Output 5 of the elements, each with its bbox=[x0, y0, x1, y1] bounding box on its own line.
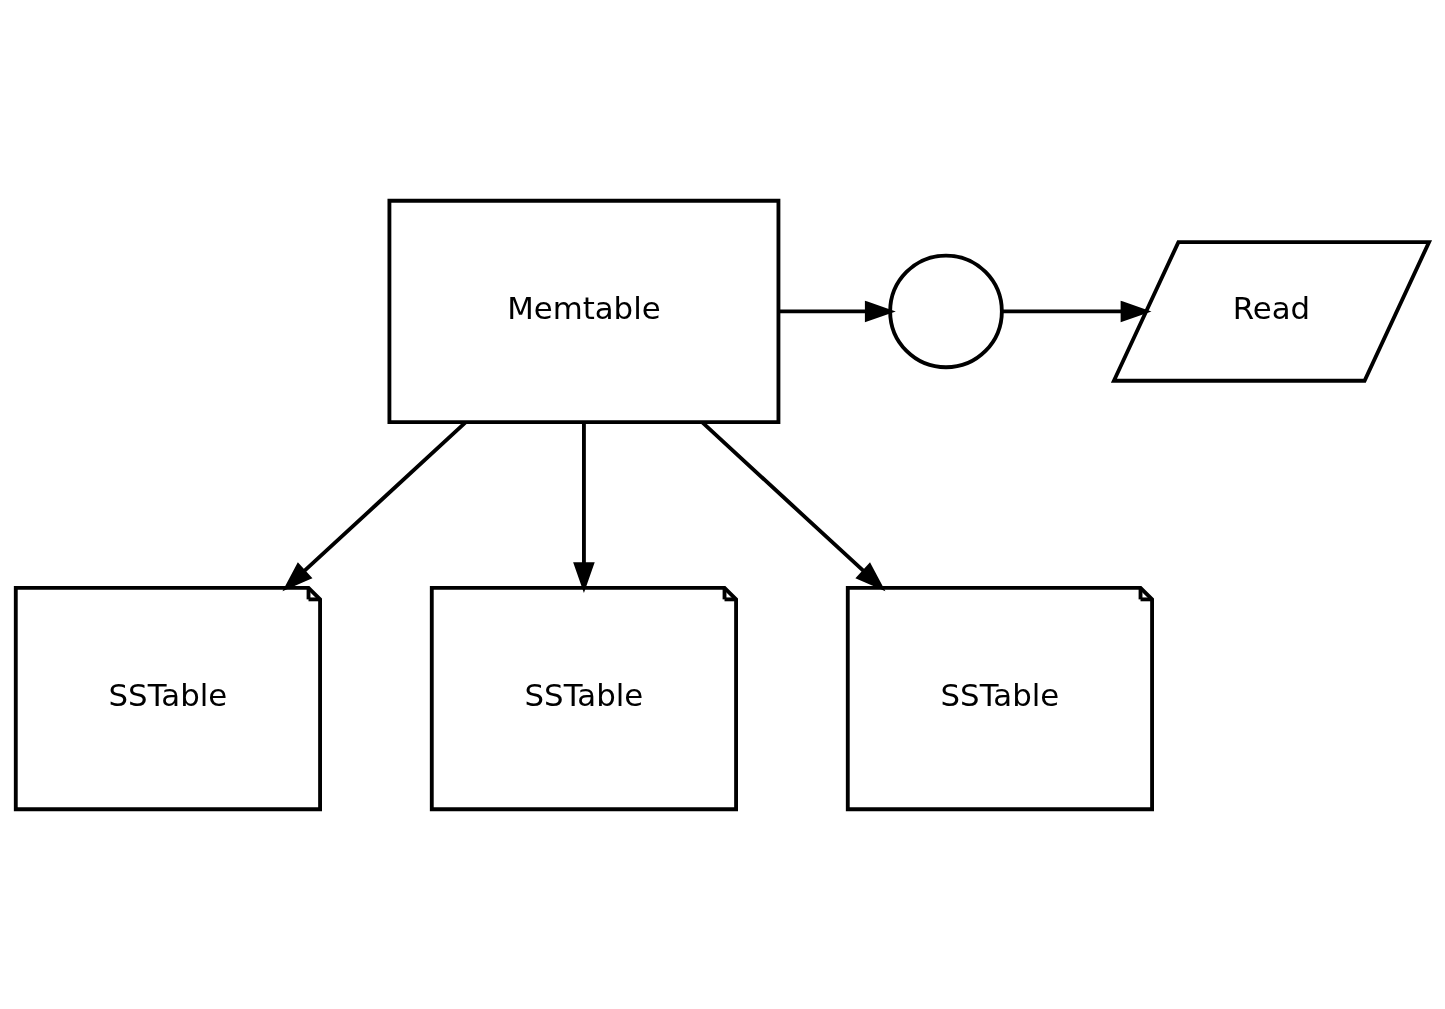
arrow bbox=[779, 300, 896, 322]
node-box: Memtable bbox=[387, 198, 781, 424]
arrow bbox=[573, 422, 595, 593]
arrow bbox=[1001, 300, 1152, 322]
node-circle bbox=[888, 253, 1004, 369]
